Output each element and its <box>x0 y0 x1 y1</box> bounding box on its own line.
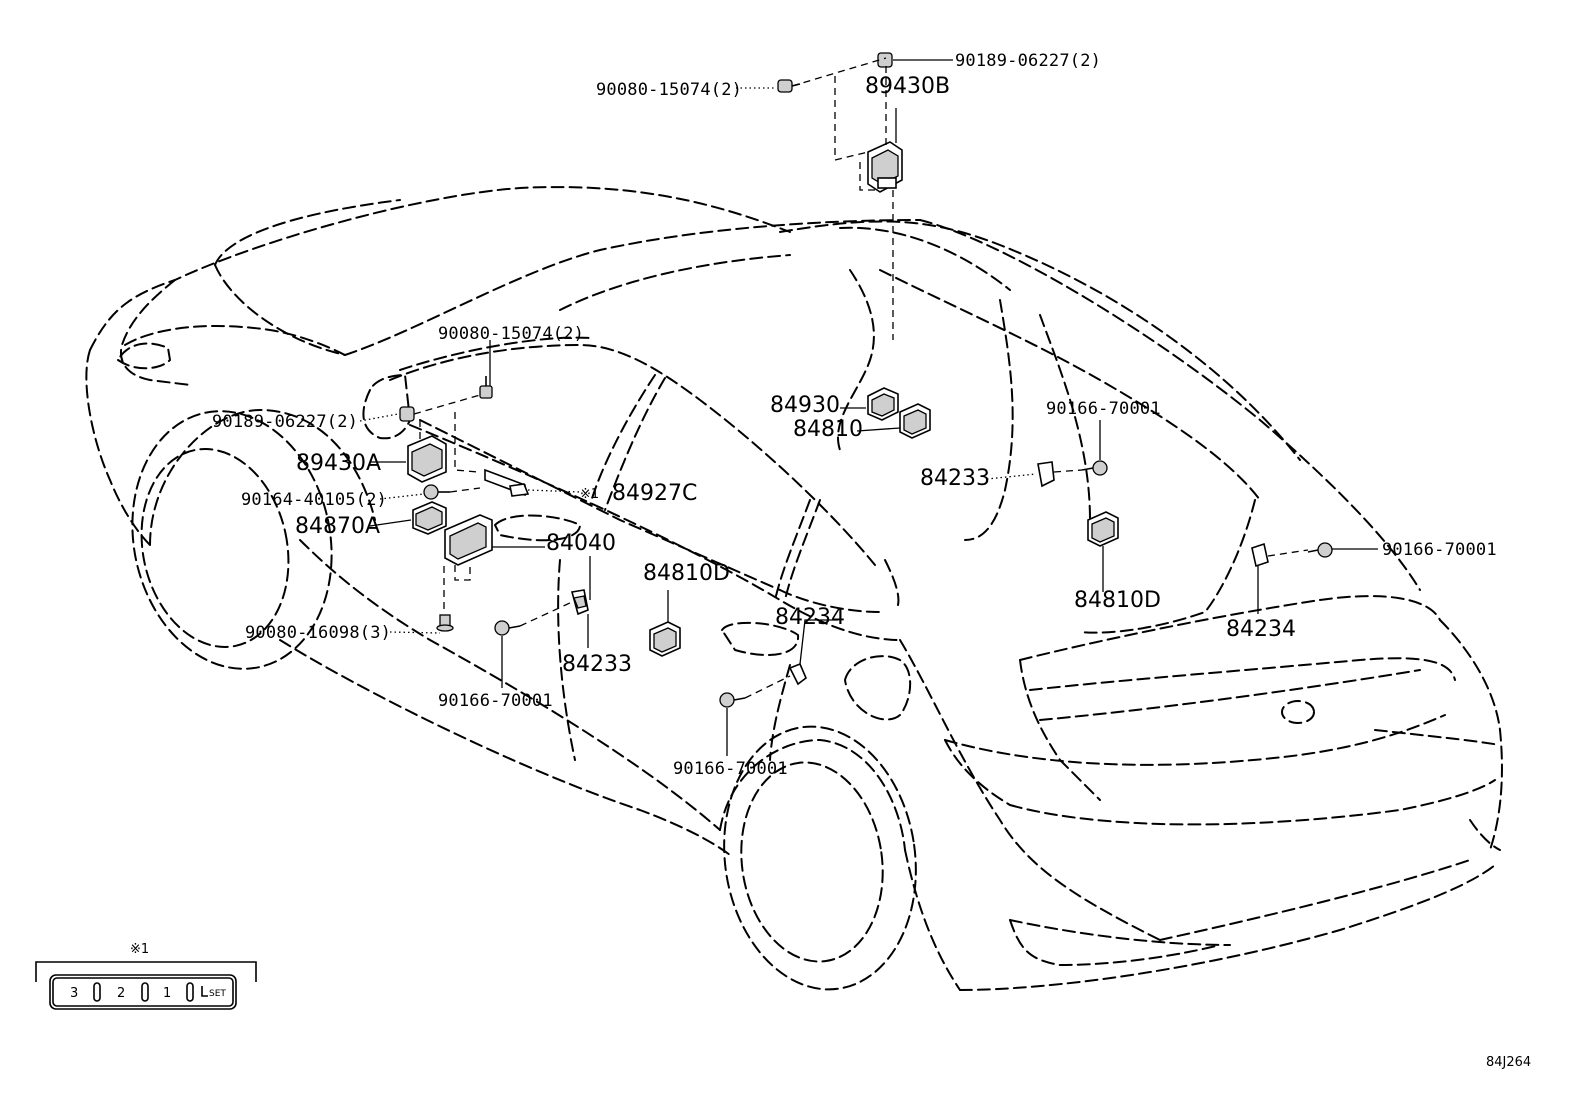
label-84234-right: 84234 <box>1226 617 1296 642</box>
inset-marker: ※1 <box>130 942 149 957</box>
label-90166-70001-upright: 90166-70001 <box>1046 399 1161 419</box>
switch-button-3: 3 <box>70 986 78 1001</box>
label-90189-06227-left: 90189-06227(2) <box>212 412 358 432</box>
car-body-outline <box>85 186 1503 991</box>
switch-button-1: 1 <box>163 986 171 1001</box>
drawing-code: 84J264 <box>1486 1055 1531 1070</box>
label-84930: 84930 <box>770 393 840 418</box>
label-90166-70001-mid: 90166-70001 <box>438 691 553 711</box>
label-84040: 84040 <box>546 531 616 556</box>
callout-labels: 90189-06227(2) 90080-15074(2) 89430B 900… <box>212 51 1497 779</box>
part-84810 <box>899 403 931 439</box>
part-84870A <box>412 501 447 535</box>
switch-button-set: SET <box>209 989 226 999</box>
bolt-90166-right <box>1307 542 1333 558</box>
bolt-top <box>777 79 801 93</box>
label-89430A: 89430A <box>296 451 381 476</box>
part-89430B <box>867 141 903 193</box>
label-90189-06227-top: 90189-06227(2) <box>955 51 1101 71</box>
label-84233-mid: 84233 <box>562 652 632 677</box>
bolt-90166-upright <box>1081 460 1108 476</box>
label-84810D-right: 84810D <box>1074 588 1161 613</box>
label-84810D-mid: 84810D <box>643 561 730 586</box>
label-84810: 84810 <box>793 417 863 442</box>
switch-inset: ※1 3 2 1 SET <box>35 942 257 1010</box>
label-90164-40105: 90164-40105(2) <box>241 490 387 510</box>
part-84233-right <box>1037 461 1055 488</box>
switch-panel <box>49 974 237 1010</box>
screw-90164 <box>423 484 450 500</box>
part-84810D-mid <box>649 621 681 657</box>
bolt-90166-low <box>719 692 746 708</box>
set-icon <box>201 986 208 997</box>
parts <box>399 52 1333 708</box>
label-note-marker: ※1 <box>580 487 599 502</box>
switch-button-2: 2 <box>117 986 125 1001</box>
part-84810D-right <box>1087 511 1119 547</box>
part-89430A <box>407 435 447 483</box>
bolt-90080-16098 <box>436 614 454 632</box>
label-90080-16098: 90080-16098(3) <box>245 623 391 643</box>
part-84234-right <box>1251 542 1269 568</box>
bolt-90166-mid <box>494 620 521 636</box>
label-84870A: 84870A <box>295 514 380 539</box>
part-84234-mid <box>788 662 807 686</box>
part-84930 <box>867 387 899 421</box>
label-90080-15074-left: 90080-15074(2) <box>438 324 584 344</box>
label-90166-70001-low: 90166-70001 <box>673 759 788 779</box>
label-90080-15074-top: 90080-15074(2) <box>596 80 742 100</box>
label-84234-mid: 84234 <box>775 605 845 630</box>
label-84927C: 84927C <box>612 481 697 506</box>
label-89430B: 89430B <box>865 74 950 99</box>
part-84233-mid <box>570 589 589 616</box>
label-84233-right: 84233 <box>920 466 990 491</box>
part-84040 <box>444 514 493 581</box>
clip-top <box>877 52 893 68</box>
part-84927C <box>484 468 530 497</box>
leader-lines <box>359 57 1378 756</box>
bolt-left-top <box>479 376 493 399</box>
clip-left <box>399 406 415 422</box>
label-90166-70001-right: 90166-70001 <box>1382 540 1497 560</box>
